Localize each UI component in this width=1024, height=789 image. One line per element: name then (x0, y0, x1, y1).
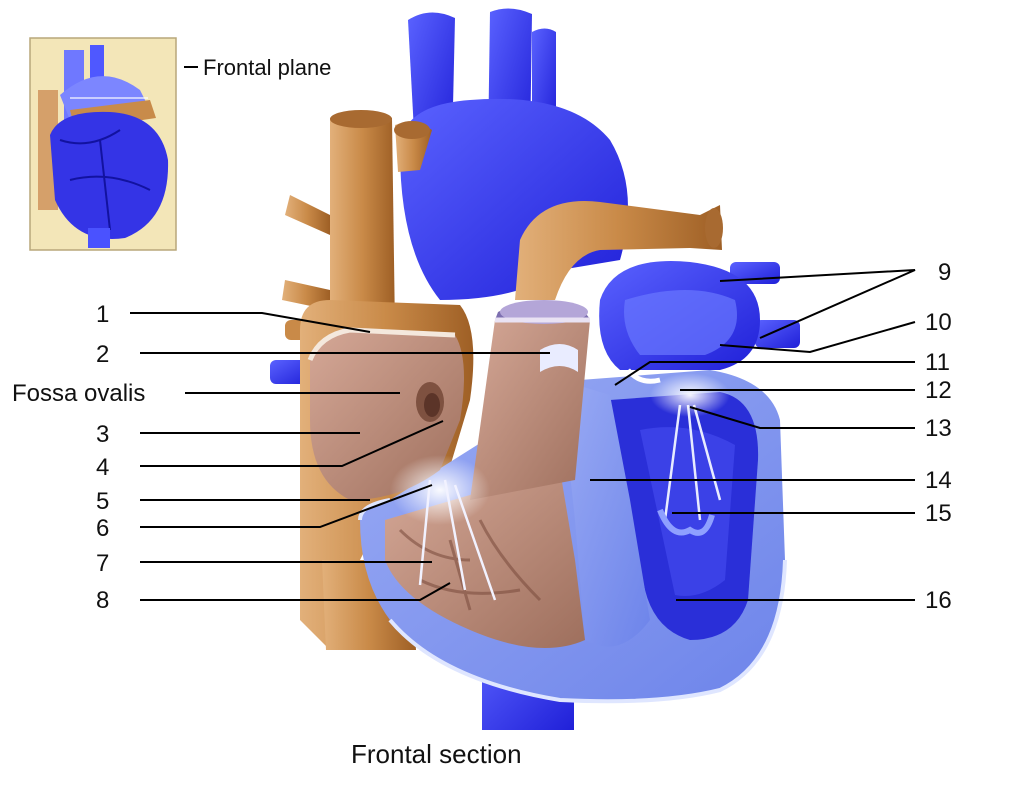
labels: Frontal plane 1 2 Fossa ovalis 3 4 5 6 7… (12, 55, 952, 769)
label-14: 14 (925, 467, 952, 494)
leader-lines (130, 66, 916, 601)
label-12: 12 (925, 377, 952, 404)
label-2: 2 (96, 341, 109, 368)
frontal-section-caption: Frontal section (351, 739, 522, 769)
frontal-plane-label: Frontal plane (203, 55, 331, 80)
label-fossa-ovalis: Fossa ovalis (12, 380, 145, 407)
label-5: 5 (96, 488, 109, 515)
label-13: 13 (925, 415, 952, 442)
label-8: 8 (96, 587, 109, 614)
label-4: 4 (96, 454, 109, 481)
label-9: 9 (938, 259, 951, 286)
pulmonary-trunk (515, 201, 722, 300)
label-11: 11 (925, 349, 950, 376)
label-7: 7 (96, 550, 109, 577)
superior-vena-cava (330, 113, 395, 330)
interventricular-septum (560, 380, 650, 647)
aortic-arch (400, 98, 628, 300)
label-1: 1 (96, 301, 109, 328)
inset-frontal-plane-thumbnail (29, 37, 177, 251)
label-10: 10 (925, 309, 952, 336)
heart-illustration (270, 8, 800, 730)
label-16: 16 (925, 587, 952, 614)
label-15: 15 (925, 500, 952, 527)
label-3: 3 (96, 421, 109, 448)
label-6: 6 (96, 515, 109, 542)
